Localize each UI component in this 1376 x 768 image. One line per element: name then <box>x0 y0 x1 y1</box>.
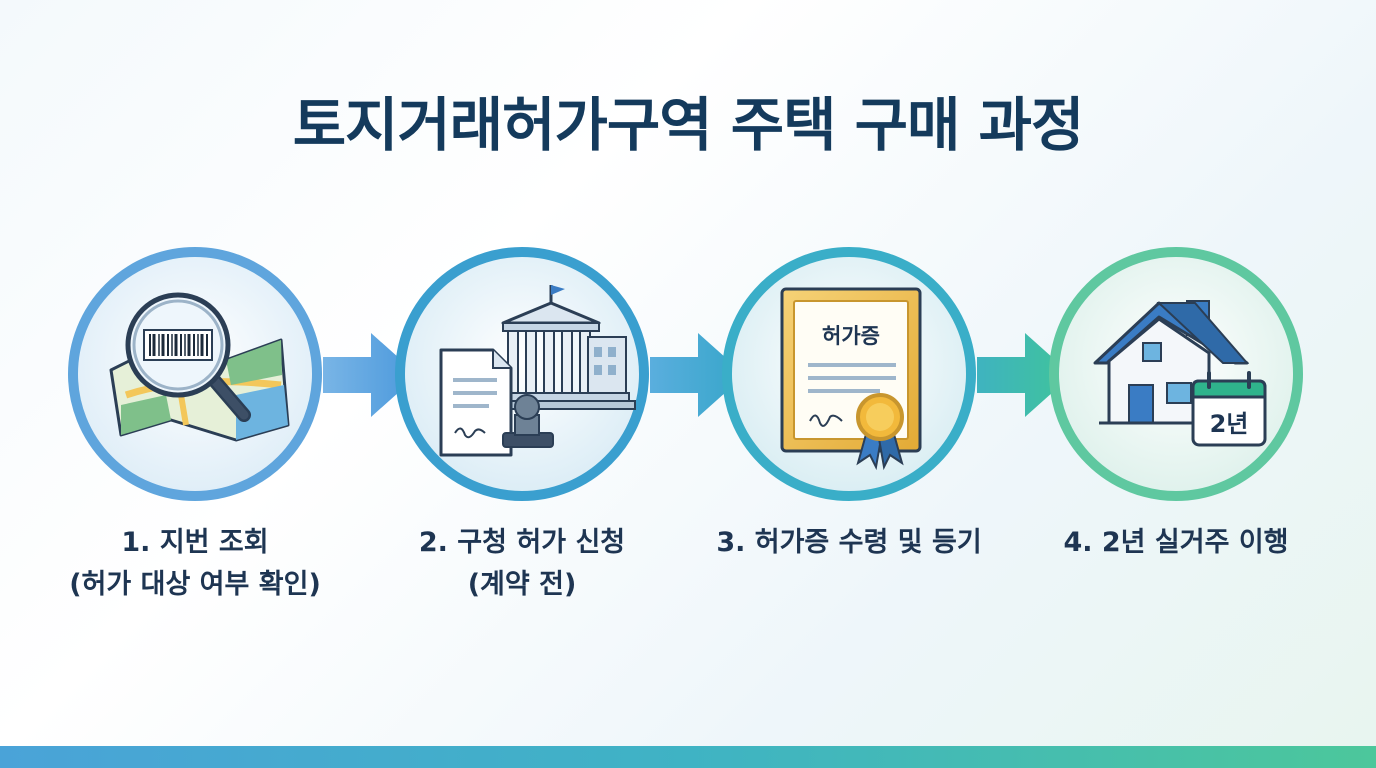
bottom-accent-bar <box>0 746 1376 768</box>
calendar-icon: 2년 <box>1191 371 1267 447</box>
step-2-subtitle: (계약 전) <box>467 569 577 600</box>
step-3-label: 3. 허가증 수령 및 등기 <box>689 522 1009 564</box>
step-1-label: 1. 지번 조회 (허가 대상 여부 확인) <box>35 522 355 606</box>
house-icon <box>1093 300 1250 425</box>
step-2-title: 2. 구청 허가 신청 <box>418 527 626 558</box>
step-4-title: 4. 2년 실거주 이행 <box>1063 527 1289 558</box>
seal-icon <box>856 393 904 471</box>
document-icon <box>439 348 513 457</box>
government-building-icon <box>490 285 636 410</box>
arrow-1 <box>323 325 423 425</box>
step-3-title: 3. 허가증 수령 및 등기 <box>716 527 982 558</box>
step-4-circle: 2년 <box>1047 245 1305 503</box>
arrow-2 <box>650 325 750 425</box>
step-2-label: 2. 구청 허가 신청 (계약 전) <box>362 522 682 606</box>
magnifier-icon <box>125 292 251 422</box>
step-1-subtitle: (허가 대상 여부 확인) <box>69 569 321 600</box>
arrow-3 <box>977 325 1077 425</box>
certificate-title: 허가증 <box>822 324 880 348</box>
calendar-label: 2년 <box>1210 410 1249 438</box>
step-3-circle: 허가증 <box>720 245 978 503</box>
step-4-label: 4. 2년 실거주 이행 <box>1016 522 1336 564</box>
barcode-icon <box>143 329 213 361</box>
step-1-title: 1. 지번 조회 <box>121 527 269 558</box>
step-1-circle <box>66 245 324 503</box>
step-2-circle <box>393 245 651 503</box>
stamp-icon <box>502 394 554 448</box>
page-title: 토지거래허가구역 주택 구매 과정 <box>292 91 1085 159</box>
